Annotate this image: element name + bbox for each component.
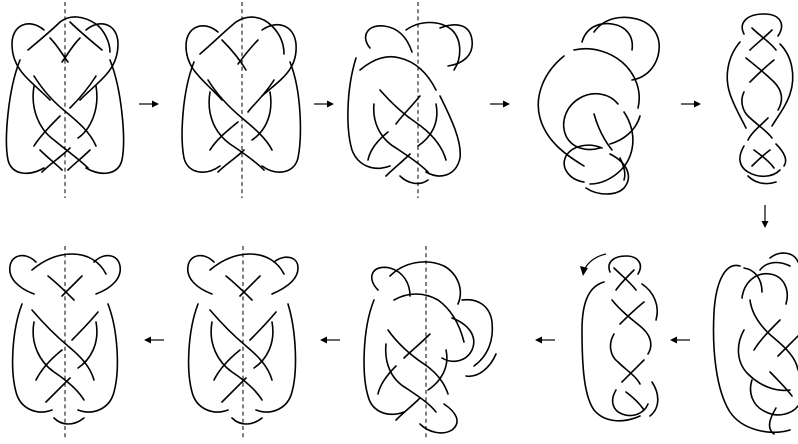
step-arrow-2 bbox=[314, 101, 334, 108]
rotation-arrow bbox=[580, 254, 606, 276]
knot-panel-4 bbox=[538, 17, 659, 194]
step-arrow-1 bbox=[139, 101, 159, 108]
knot-panel-2 bbox=[182, 2, 300, 198]
step-arrow-7 bbox=[535, 337, 555, 344]
knot-panel-7 bbox=[580, 254, 658, 421]
knot-panel-5 bbox=[727, 14, 793, 184]
knot-panel-8 bbox=[364, 246, 496, 440]
step-arrow-3 bbox=[490, 101, 510, 108]
knot-panel-10 bbox=[10, 246, 121, 440]
step-arrow-8 bbox=[320, 337, 340, 344]
knot-panel-9 bbox=[188, 246, 298, 440]
knot-panel-6 bbox=[714, 253, 798, 434]
knot-panel-1 bbox=[7, 2, 124, 198]
knot-panel-3 bbox=[348, 2, 472, 198]
step-arrow-5 bbox=[762, 205, 769, 228]
step-arrow-4 bbox=[681, 101, 701, 108]
step-arrow-9 bbox=[144, 337, 164, 344]
step-arrow-6 bbox=[670, 337, 690, 344]
